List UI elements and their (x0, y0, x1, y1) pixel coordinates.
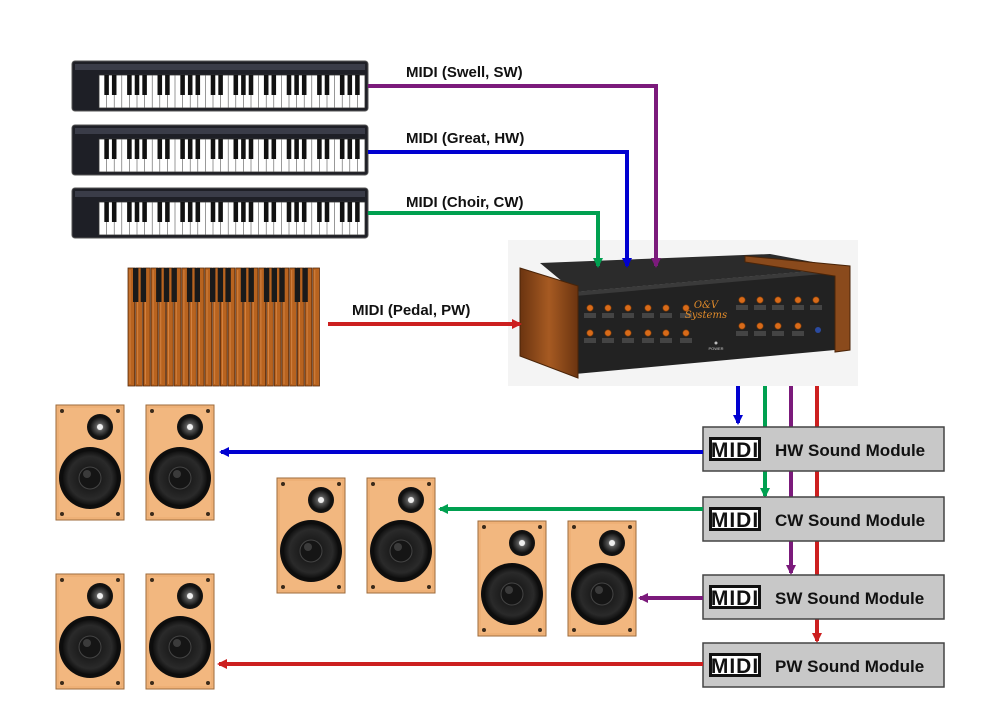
cw-module-label: CW Sound Module (775, 511, 925, 530)
midi-logo-text: MIDI (711, 439, 759, 462)
great-keyboard-icon (71, 124, 369, 176)
great-midi-label: MIDI (Great, HW) (406, 130, 524, 147)
console-power-label: POWER (708, 346, 723, 351)
cw-speaker-right-icon (366, 477, 436, 594)
pw-speaker-left-icon (55, 573, 125, 690)
hw-module-label: HW Sound Module (775, 441, 925, 460)
swell-midi-label: MIDI (Swell, SW) (406, 64, 523, 81)
hw-sound-module: MIDI HW Sound Module (702, 426, 945, 472)
midi-controller-console: O&V Systems POWER (508, 240, 858, 386)
pw-module-label: PW Sound Module (775, 657, 924, 676)
choir-keyboard-icon (71, 187, 369, 239)
midi-logo-text: MIDI (711, 587, 759, 610)
cw-sound-module: MIDI CW Sound Module (702, 496, 945, 542)
sw-speaker-right-icon (567, 520, 637, 637)
midi-logo-text: MIDI (711, 655, 759, 678)
sw-module-label: SW Sound Module (775, 589, 924, 608)
pedalboard-icon (127, 267, 320, 387)
great-midi-arrow (368, 150, 632, 268)
pedal-midi-label: MIDI (Pedal, PW) (352, 302, 470, 319)
console-brand-sub: Systems (685, 310, 727, 321)
pw-speaker-right-icon (145, 573, 215, 690)
hw-speaker-left-icon (55, 404, 125, 521)
sw-speaker-left-icon (477, 520, 547, 637)
cw-speaker-left-icon (276, 477, 346, 594)
sw-sound-module: MIDI SW Sound Module (702, 574, 945, 620)
console-brand: O&V (694, 300, 720, 311)
choir-midi-label: MIDI (Choir, CW) (406, 194, 523, 211)
pw-sound-module: MIDI PW Sound Module (702, 642, 945, 688)
midi-logo-text: MIDI (711, 509, 759, 532)
choir-midi-arrow (368, 211, 603, 268)
swell-midi-arrow (368, 84, 661, 268)
swell-keyboard-icon (71, 60, 369, 112)
hw-speaker-right-icon (145, 404, 215, 521)
